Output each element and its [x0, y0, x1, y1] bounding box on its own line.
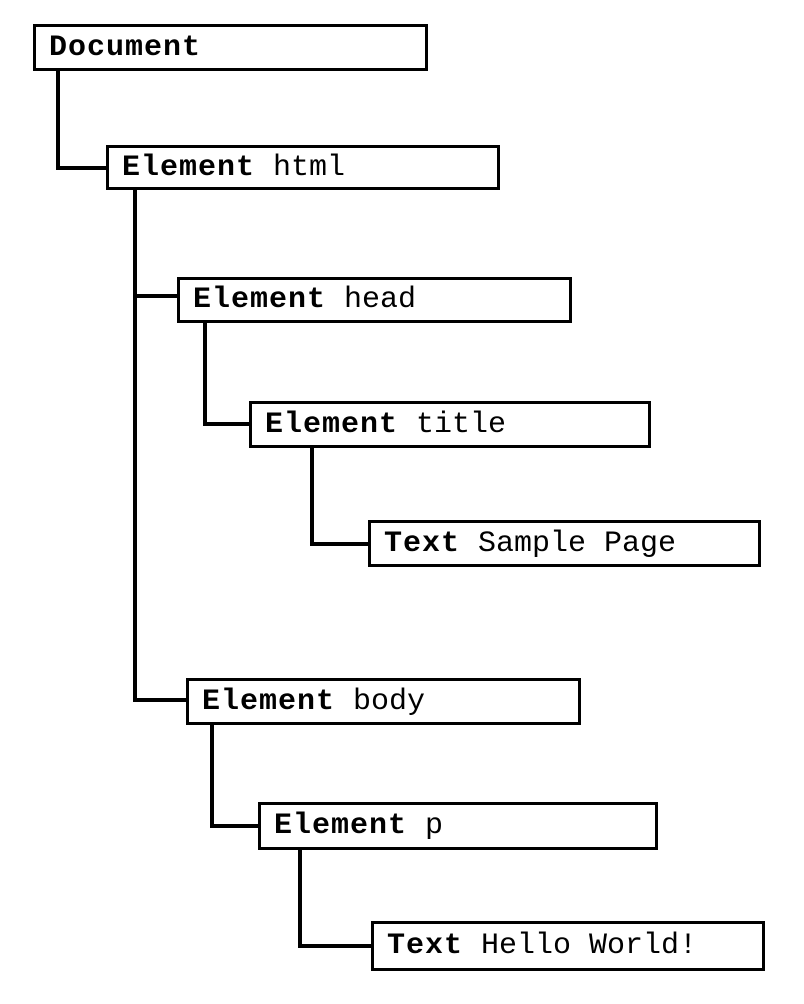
node-element-body-kind: Element [202, 684, 336, 719]
node-element-p-value: p [425, 809, 444, 843]
node-text-sample-page: Text Sample Page [368, 520, 761, 567]
node-element-title-kind: Element [265, 407, 399, 442]
node-element-html-kind: Element [122, 150, 256, 185]
node-element-p-kind: Element [274, 809, 408, 843]
node-element-title-value: title [416, 407, 507, 442]
connector-p-text-horizontal [298, 944, 375, 948]
node-text-hello-world-kind: Text [387, 929, 464, 963]
connector-title-text-vertical [310, 446, 314, 546]
node-element-p: Element p [258, 802, 658, 850]
node-element-body: Element body [186, 678, 581, 725]
node-element-head-kind: Element [193, 283, 327, 317]
node-element-body-value: body [353, 684, 426, 719]
connector-head-title-horizontal [203, 422, 253, 426]
node-text-hello-world-value: Hello World! [481, 929, 698, 963]
connector-body-p-vertical [210, 723, 214, 828]
connector-body-p-horizontal [210, 824, 262, 828]
node-text-sample-page-value: Sample Page [478, 526, 677, 561]
connector-html-head-horizontal [133, 294, 181, 298]
connector-p-text-vertical [298, 848, 302, 948]
node-element-html: Element html [106, 145, 500, 190]
connector-title-text-horizontal [310, 542, 372, 546]
connector-head-title-vertical [203, 321, 207, 426]
node-text-sample-page-kind: Text [384, 526, 461, 561]
connector-html-trunk-vertical [133, 188, 137, 702]
connector-html-body-horizontal [133, 698, 190, 702]
node-element-head: Element head [177, 277, 572, 323]
node-element-head-value: head [344, 283, 417, 317]
node-text-hello-world: Text Hello World! [371, 921, 765, 971]
node-document: Document [33, 24, 428, 71]
node-document-kind: Document [49, 30, 202, 65]
connector-document-html-vertical [56, 70, 60, 170]
connector-document-html-horizontal [56, 166, 110, 170]
node-element-title: Element title [249, 401, 651, 448]
node-element-html-value: html [273, 150, 346, 185]
